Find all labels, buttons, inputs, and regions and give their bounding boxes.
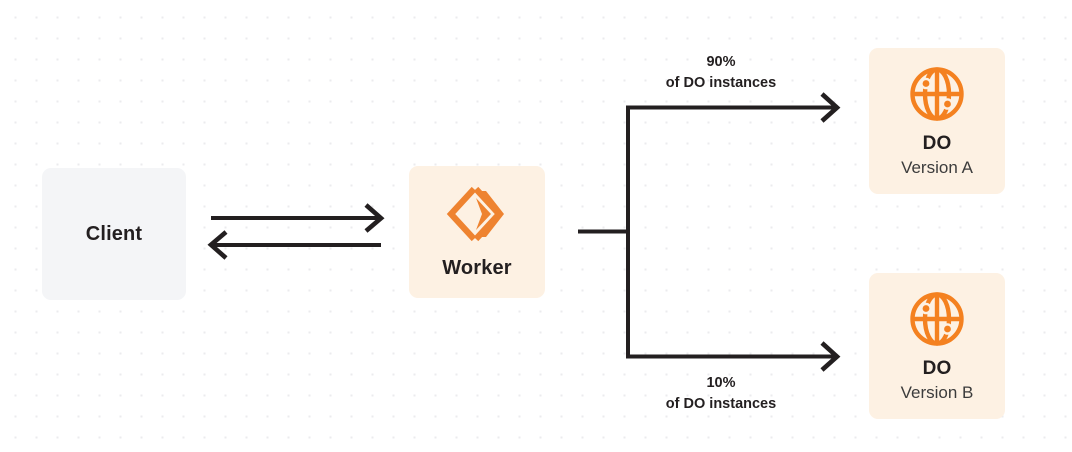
node-do-version-b[interactable]: DO Version B [869, 273, 1005, 419]
edge-worker-to-split [578, 106, 630, 358]
node-client-label: Client [85, 222, 143, 245]
node-do-a-label: DO [922, 132, 952, 154]
edge-split-to-do-b [626, 341, 841, 372]
globe-icon [908, 65, 966, 123]
edge-worker-to-client [207, 230, 381, 260]
node-do-version-a[interactable]: DO Version A [869, 48, 1005, 194]
globe-icon [908, 290, 966, 348]
edge-label-do-b-percent: 10% [706, 375, 736, 391]
edge-label-do-b: 10% of DO instances [627, 373, 815, 415]
node-do-b-label: DO [922, 357, 952, 379]
node-client[interactable]: Client [42, 168, 186, 300]
node-worker-label: Worker [442, 256, 512, 279]
edge-label-do-b-description: of DO instances [665, 396, 777, 413]
node-do-a-sublabel: Version A [901, 157, 973, 177]
edge-label-do-a: 90% of DO instances [627, 52, 815, 94]
edge-split-to-do-a [626, 92, 841, 123]
edge-label-do-a-percent: 90% [706, 54, 736, 70]
node-do-b-sublabel: Version B [900, 382, 974, 402]
cloudflare-workers-icon [446, 185, 508, 243]
node-worker[interactable]: Worker [409, 166, 545, 298]
edge-label-do-a-description: of DO instances [665, 75, 777, 92]
edge-client-to-worker [211, 203, 385, 233]
